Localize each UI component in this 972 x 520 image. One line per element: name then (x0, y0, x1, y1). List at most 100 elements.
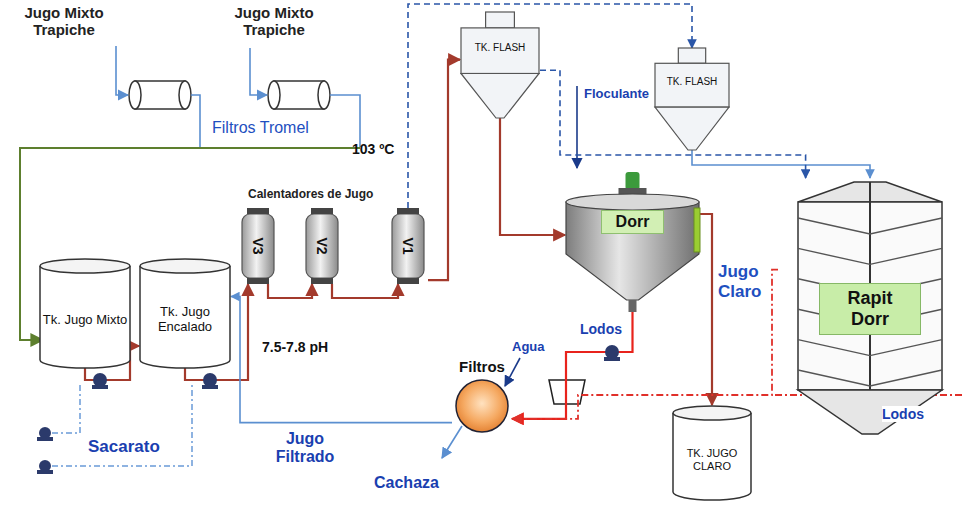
source-label: Jugo Mixto Trapiche (14, 4, 114, 39)
node-label: V3 (250, 237, 266, 254)
stream-label-box: Floculante (584, 84, 649, 102)
heater-cap (247, 208, 269, 214)
source-label: Jugo Mixto Trapiche (224, 4, 324, 39)
node-label: TK. FLASH (667, 76, 718, 88)
clarifier-outlet (629, 300, 637, 312)
ph-value-box: 7.5-7.8 pH (262, 338, 328, 356)
flash-tank-outline (460, 12, 540, 118)
node-label: Tk. Jugo Encalado (139, 305, 231, 335)
juice-heater: V2 (302, 208, 342, 284)
stream-label: Jugo Filtrado (268, 430, 342, 467)
equipment-label: Calentadores de Jugo (248, 188, 373, 202)
trommel-filter (179, 81, 191, 109)
node-label: V2 (314, 237, 330, 254)
stream-label-box: Jugo Filtrado (268, 430, 342, 467)
storage-tank: Tk. Jugo Encalado (139, 258, 231, 368)
pump-symbol (93, 373, 107, 387)
pump-symbol (92, 373, 108, 389)
clarifier-top (566, 194, 699, 210)
trommel-filter (268, 81, 280, 109)
saccharate-line (52, 382, 80, 433)
source-label-box: Jugo Mixto Trapiche (224, 4, 324, 39)
equipment-label-box: Calentadores de Jugo (248, 184, 373, 202)
trommel-filter (274, 81, 324, 109)
saccharate-pump (37, 437, 53, 441)
heater-shell (242, 214, 274, 278)
storage-tank: Tk. Jugo Mixto (39, 258, 131, 368)
saccharate-pump (39, 460, 51, 472)
juice-heater: V1 (388, 208, 428, 284)
mixed-juice-line (116, 46, 360, 147)
trommel-filter (129, 81, 141, 109)
trommel-filter (129, 81, 330, 109)
flash-tank: TK. FLASH (460, 12, 540, 118)
pipe-connector (692, 150, 870, 178)
filter-drum (456, 380, 508, 432)
pipe-connector (700, 214, 712, 405)
equipment-label-box: Filtros Tromel (212, 119, 309, 137)
overflow-pipe (694, 208, 700, 252)
mud-mixer (549, 380, 585, 404)
stream-label: Lodos (882, 406, 924, 422)
mixed-juice-line (116, 46, 128, 95)
stream-label-box: Agua (512, 337, 545, 355)
stream-label-box: Jugo Claro (718, 262, 768, 301)
clarifier-outline (565, 172, 700, 312)
flash-cone (461, 73, 539, 118)
flash-cone (655, 107, 729, 150)
flash-body (461, 28, 539, 74)
tank-top (673, 406, 751, 420)
stream-label: Agua (512, 340, 545, 355)
pipe-connector (428, 60, 460, 281)
tank-top (140, 259, 230, 273)
pump-symbol (605, 345, 619, 359)
node-label: TK. FLASH (475, 42, 526, 54)
flash-body (655, 63, 729, 107)
pipe-connector (332, 284, 398, 298)
saccharate-pump (39, 427, 51, 439)
saccharate-line (52, 382, 192, 466)
flash-tank-outline (654, 48, 730, 150)
flash-vent (486, 12, 515, 28)
settling-tray (798, 218, 942, 234)
temperature-value-box: 103 ºC (352, 140, 394, 158)
ph-value: 7.5-7.8 pH (262, 339, 328, 355)
node-label: Filtros (459, 358, 505, 375)
clarifier-drive (626, 172, 640, 190)
water-arrow (505, 358, 520, 386)
stream-label-box: Sacarato (88, 437, 160, 457)
pipe-connector (408, 4, 692, 208)
trommel-filter (135, 81, 185, 109)
tank-top (40, 259, 130, 273)
settling-tray (798, 370, 942, 386)
pump-base (202, 385, 218, 389)
juice-heater: V3 (238, 208, 278, 284)
flash-tank: TK. FLASH (654, 48, 730, 150)
pump-base (92, 385, 108, 389)
tank-body (140, 266, 230, 368)
tank-body (40, 266, 130, 368)
clarifier-body (566, 202, 699, 300)
heater-shell (392, 214, 424, 278)
source-label-box: Jugo Mixto Trapiche (14, 4, 114, 39)
equipment-label: Filtros Tromel (212, 119, 309, 137)
mixed-juice-line (330, 95, 360, 147)
trommel-filter (318, 81, 330, 109)
clear-juice-tank: TK. JUGO CLARO (672, 405, 752, 500)
heater-cap (311, 208, 333, 214)
pipe-connector (540, 70, 806, 178)
flocculant-arrow (576, 86, 578, 168)
node-label: Dorr (601, 210, 665, 234)
saccharate-pump (37, 427, 53, 474)
pipe-connector (231, 297, 452, 423)
saccharate-line (52, 382, 192, 466)
pump-base (604, 357, 620, 361)
heater-cap (397, 278, 419, 284)
node-label: TK. JUGO CLARO (679, 447, 745, 472)
tank-body (673, 413, 751, 500)
clarifier: Dorr (565, 172, 700, 312)
node-label: V1 (400, 237, 416, 254)
rotary-filter: Filtros (452, 358, 512, 434)
pump-symbol (604, 345, 620, 361)
